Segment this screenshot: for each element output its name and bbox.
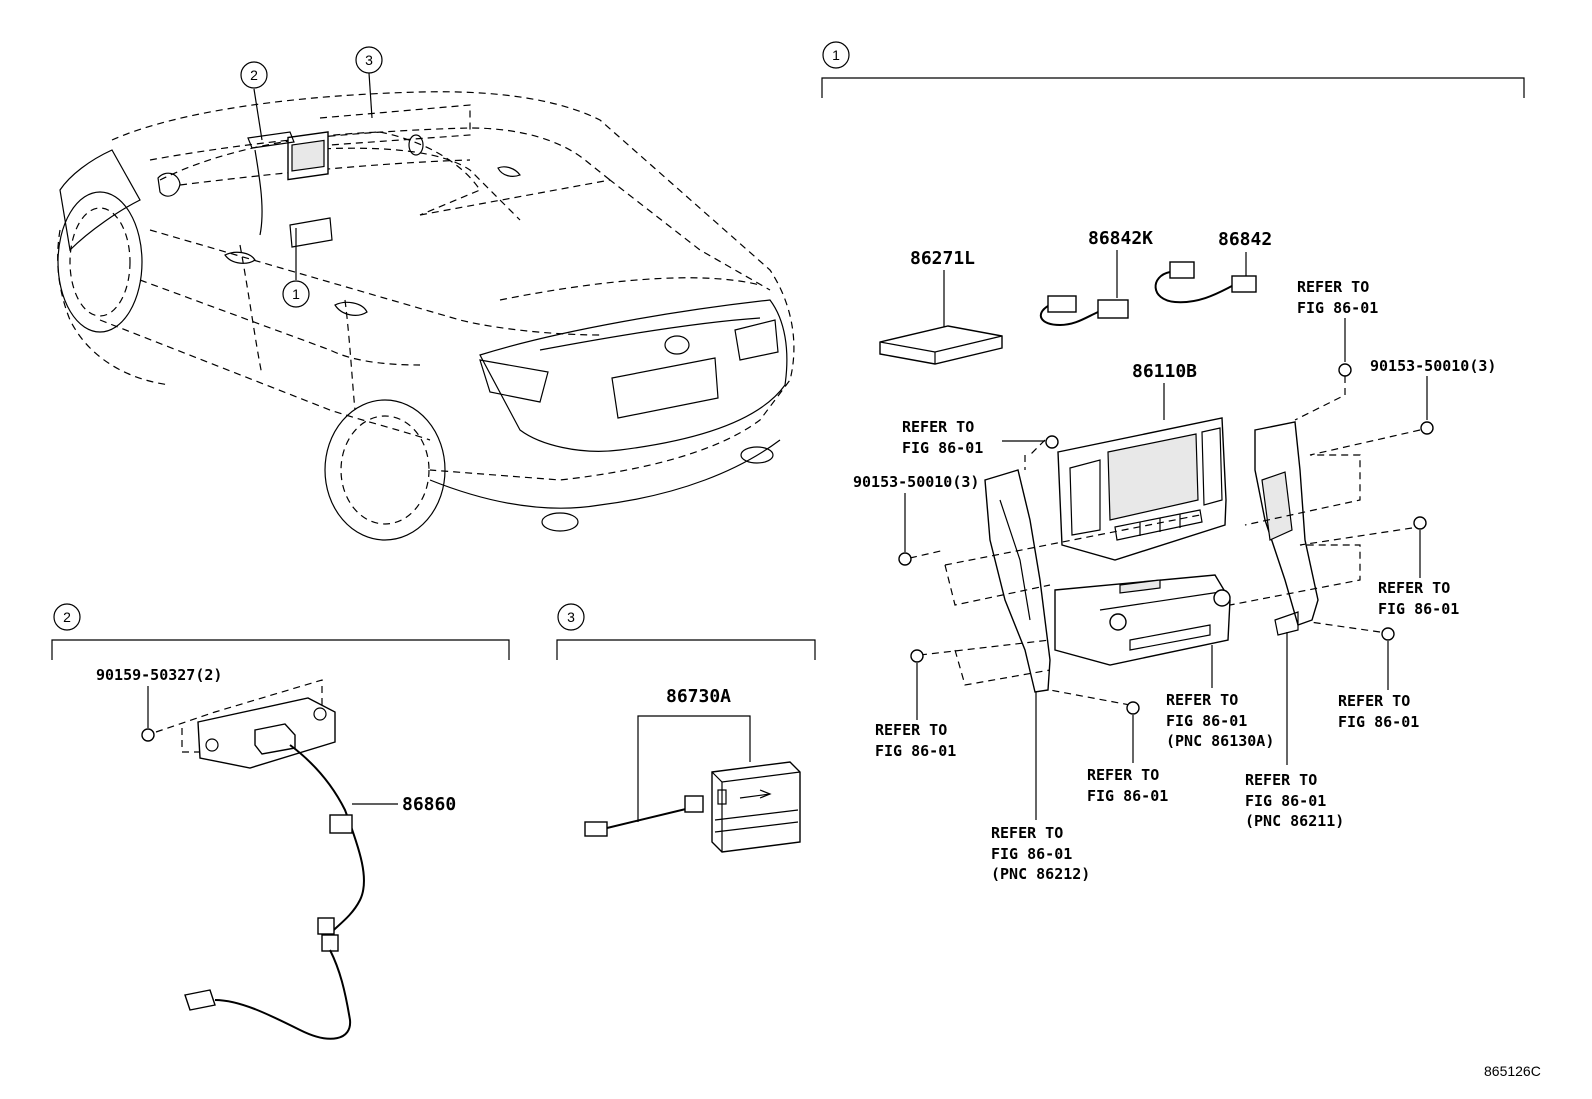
- ref-pnc-86212: REFER TO FIG 86-01 (PNC 86212): [991, 824, 1090, 883]
- refer-text: REFER TO: [991, 824, 1063, 842]
- callout-2-car: 2: [240, 61, 268, 89]
- refer-text: REFER TO: [1166, 691, 1238, 709]
- part-number: 86860: [402, 794, 456, 815]
- part-86730A: 86730A: [584, 686, 801, 853]
- fig-text: FIG 86-01: [991, 845, 1072, 863]
- part-number: 86842K: [1088, 228, 1153, 249]
- ref-middle-bottom: REFER TO FIG 86-01: [1087, 715, 1168, 805]
- ref-left-top: REFER TO FIG 86-01: [902, 418, 1045, 457]
- ref-right-bottom: REFER TO FIG 86-01: [1338, 641, 1419, 731]
- bracket-right: [1254, 421, 1319, 765]
- bolt-90153-left: 90153-50010(3): [853, 473, 979, 552]
- callout-1-car: 1: [282, 280, 310, 308]
- fig-text: FIG 86-01: [875, 742, 956, 760]
- callout-number: 3: [365, 52, 373, 68]
- ref-pnc-86211: REFER TO FIG 86-01 (PNC 86211): [1245, 771, 1344, 830]
- section-number: 3: [567, 609, 575, 625]
- refer-text: REFER TO: [902, 418, 974, 436]
- audio-unit: [1054, 574, 1231, 688]
- bolt-number: 90153-50010(3): [1370, 357, 1496, 375]
- refer-text: REFER TO: [1297, 278, 1369, 296]
- refer-text: REFER TO: [1245, 771, 1317, 789]
- bolt-90153-right: 90153-50010(3): [1370, 357, 1496, 435]
- ref-pnc-86130A: REFER TO FIG 86-01 (PNC 86130A): [1166, 691, 1274, 750]
- part-86842K: 86842K: [1039, 228, 1153, 327]
- part-number: 86271L: [910, 248, 975, 269]
- car-illustration: [57, 72, 795, 541]
- pnc-text: (PNC 86211): [1245, 812, 1344, 830]
- fig-text: FIG 86-01: [902, 439, 983, 457]
- part-86842: 86842: [1154, 229, 1272, 304]
- pnc-text: (PNC 86212): [991, 865, 1090, 883]
- fig-text: FIG 86-01: [1087, 787, 1168, 805]
- section-3-header: 3: [556, 603, 816, 660]
- exploded-guides: [909, 376, 1421, 706]
- bolt-icons: [898, 435, 1427, 715]
- part-86860: 90159-50327(2) 86860: [96, 666, 456, 1040]
- refer-text: REFER TO: [1378, 579, 1450, 597]
- section-1-header: 1: [821, 41, 1525, 98]
- ref-top-right: REFER TO FIG 86-01: [1297, 278, 1378, 377]
- pnc-text: (PNC 86130A): [1166, 732, 1274, 750]
- fig-text: FIG 86-01: [1297, 299, 1378, 317]
- refer-text: REFER TO: [1087, 766, 1159, 784]
- ref-right-middle: REFER TO FIG 86-01: [1378, 530, 1459, 618]
- diagram-code: 865126C: [1484, 1063, 1541, 1079]
- fig-text: FIG 86-01: [1338, 713, 1419, 731]
- ref-left-bottom: REFER TO FIG 86-01: [875, 663, 956, 760]
- refer-text: REFER TO: [1338, 692, 1410, 710]
- callout-number: 2: [250, 67, 258, 83]
- section-number: 2: [63, 609, 71, 625]
- bolt-number: 90153-50010(3): [853, 473, 979, 491]
- refer-text: REFER TO: [875, 721, 947, 739]
- fig-text: FIG 86-01: [1245, 792, 1326, 810]
- callout-number: 1: [292, 286, 300, 302]
- fig-text: FIG 86-01: [1378, 600, 1459, 618]
- part-number: 86730A: [666, 686, 731, 707]
- part-number: 86110B: [1132, 361, 1197, 382]
- callout-3-car: 3: [355, 46, 383, 74]
- section-number: 1: [832, 47, 840, 63]
- bracket-left: [984, 455, 1051, 820]
- section-2-header: 2: [51, 603, 510, 660]
- bolt-number: 90159-50327(2): [96, 666, 222, 684]
- part-number: 86842: [1218, 229, 1272, 250]
- part-86271L: 86271L: [879, 248, 1003, 365]
- fig-text: FIG 86-01: [1166, 712, 1247, 730]
- part-86110B: 86110B: [1057, 361, 1227, 561]
